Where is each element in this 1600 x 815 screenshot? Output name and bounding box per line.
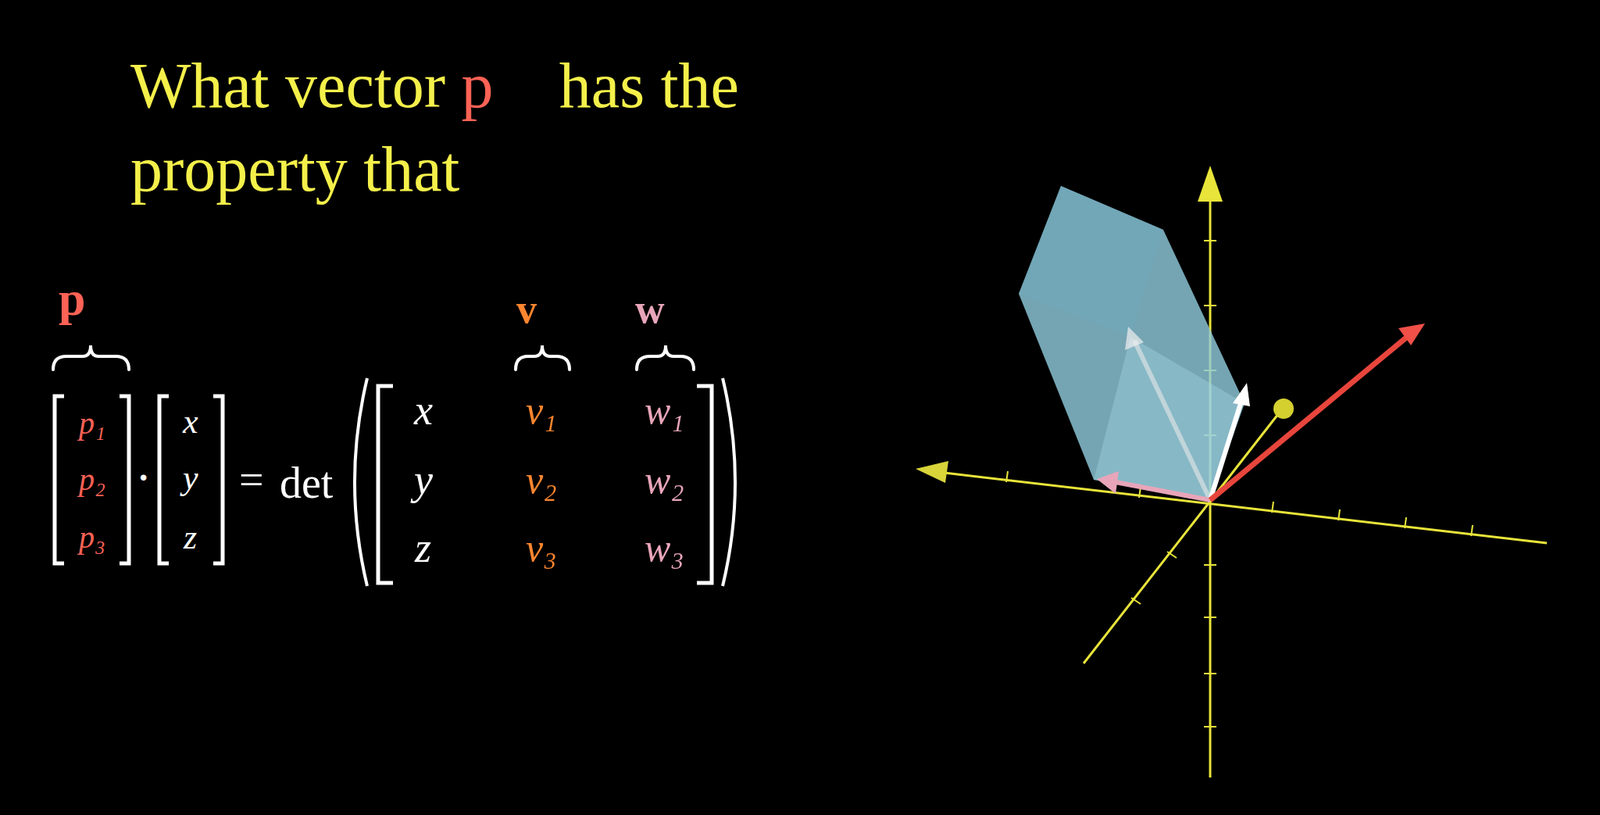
tick bbox=[1131, 597, 1141, 604]
red-vector-head bbox=[1398, 323, 1425, 346]
pink-vector bbox=[1115, 482, 1211, 500]
bracket bbox=[159, 396, 169, 564]
axis-head bbox=[1197, 165, 1223, 202]
brace bbox=[53, 345, 129, 370]
tick bbox=[1271, 501, 1274, 513]
bracket bbox=[696, 385, 712, 583]
tick bbox=[1203, 725, 1217, 728]
white-vector bbox=[1134, 340, 1211, 500]
white-vector-head bbox=[1232, 382, 1250, 407]
matrix-entry: v₂ bbox=[525, 460, 558, 500]
parallelepiped bbox=[1018, 185, 1245, 500]
matrix-entry: w₃ bbox=[644, 528, 685, 568]
title: What vector p⃗ has the property that bbox=[130, 43, 748, 211]
equals-sign: = bbox=[239, 457, 265, 502]
matrix-entry: y bbox=[414, 458, 433, 501]
paren bbox=[722, 378, 736, 586]
axis bbox=[937, 471, 1547, 543]
vector-entry: x bbox=[182, 404, 199, 440]
axis-sphere bbox=[1273, 398, 1294, 419]
brace bbox=[636, 345, 694, 370]
tick bbox=[1338, 509, 1340, 521]
tick bbox=[1203, 239, 1217, 242]
parallelepiped-face bbox=[1018, 185, 1164, 337]
vector-entry: p₂ bbox=[78, 464, 106, 496]
parallelepiped-face bbox=[1093, 336, 1245, 500]
matrix-entry: x bbox=[414, 389, 433, 432]
tick bbox=[1203, 564, 1217, 566]
matrix-entry: z bbox=[414, 526, 432, 569]
tick bbox=[1203, 304, 1217, 307]
pink-vector-head bbox=[1096, 471, 1119, 494]
vector-entry: y bbox=[182, 460, 199, 496]
bracket bbox=[54, 396, 65, 564]
bracket bbox=[378, 385, 393, 583]
matrix-entry: v₁ bbox=[525, 390, 558, 430]
brace bbox=[515, 345, 570, 370]
brace-label: w⃗ bbox=[635, 289, 697, 330]
vector-entry: p₁ bbox=[78, 407, 106, 440]
tick bbox=[1006, 471, 1008, 483]
red-vector bbox=[1210, 337, 1407, 500]
bracket bbox=[213, 396, 223, 564]
det-operator: det bbox=[279, 460, 333, 505]
matrix-entry: w₂ bbox=[644, 460, 685, 500]
white-vector-head bbox=[1125, 326, 1144, 350]
tick bbox=[1404, 517, 1407, 529]
vector-entry: p₃ bbox=[78, 521, 106, 554]
bracket bbox=[119, 396, 129, 564]
tick bbox=[1167, 551, 1177, 558]
dot-operator: · bbox=[137, 460, 150, 497]
vector-entry: z bbox=[183, 520, 197, 555]
axis-head bbox=[915, 460, 949, 483]
brace-label: v⃗ bbox=[516, 289, 568, 330]
tick bbox=[1203, 672, 1217, 675]
paren bbox=[354, 378, 368, 586]
tick bbox=[1471, 525, 1473, 536]
matrix-entry: w₁ bbox=[644, 390, 685, 430]
matrix-entry: v₃ bbox=[525, 528, 558, 568]
tick bbox=[1203, 616, 1217, 618]
brace-label: p⃗ bbox=[58, 274, 124, 323]
